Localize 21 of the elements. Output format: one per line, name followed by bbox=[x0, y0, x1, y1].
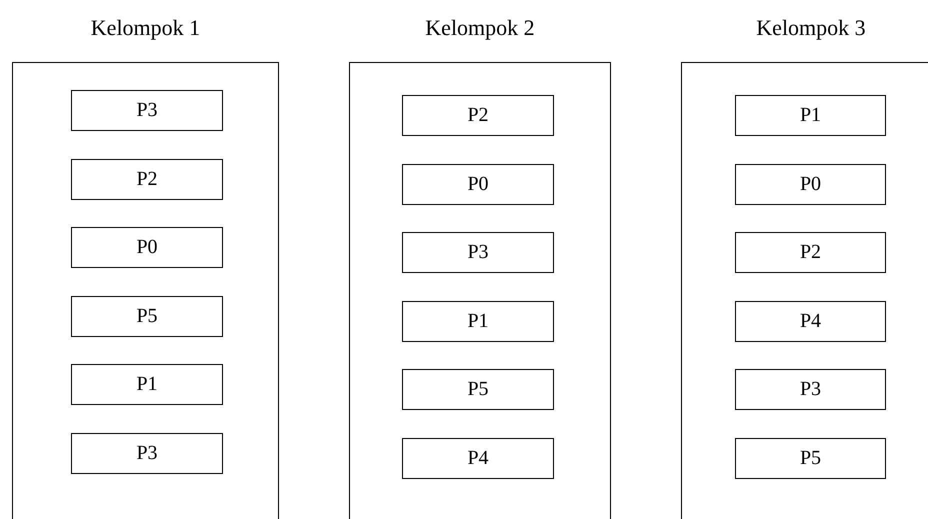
group-heading: Kelompok 2 bbox=[424, 15, 536, 41]
item-box: P0 bbox=[71, 227, 223, 268]
item-box: P5 bbox=[402, 369, 554, 410]
item-box: P3 bbox=[71, 90, 223, 131]
item-box: P1 bbox=[71, 364, 223, 405]
group-heading: Kelompok 1 bbox=[90, 15, 202, 41]
item-box: P1 bbox=[735, 95, 886, 136]
item-box: P2 bbox=[402, 95, 554, 136]
item-box: P2 bbox=[735, 232, 886, 273]
item-box: P4 bbox=[735, 300, 886, 342]
item-box: P0 bbox=[735, 164, 886, 204]
item-box: P0 bbox=[402, 164, 554, 204]
item-box: P3 bbox=[71, 432, 223, 474]
group-heading: Kelompok 3 bbox=[755, 15, 867, 41]
item-box: P2 bbox=[71, 158, 223, 200]
item-box: P5 bbox=[735, 438, 886, 478]
item-box: P3 bbox=[735, 369, 886, 410]
item-box: P4 bbox=[402, 438, 554, 478]
item-box: P3 bbox=[402, 232, 554, 273]
item-box: P5 bbox=[71, 296, 223, 336]
item-box: P1 bbox=[402, 300, 554, 342]
